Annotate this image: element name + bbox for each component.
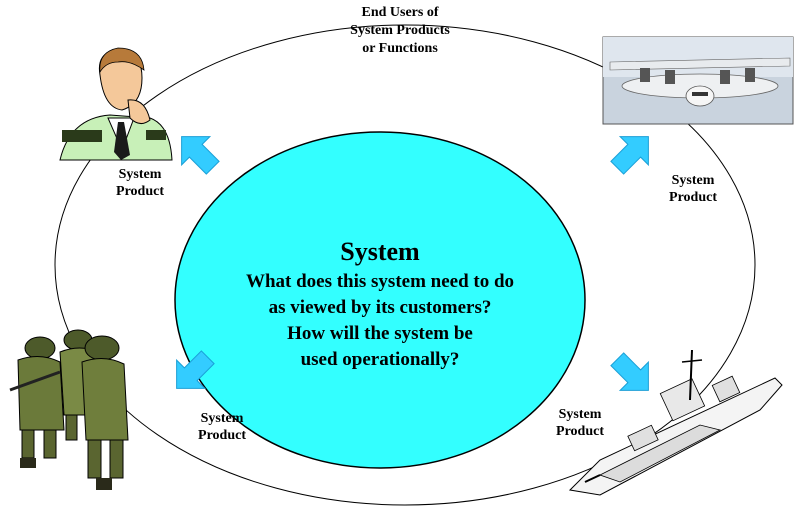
system-question-line-4: used operationally? xyxy=(300,349,460,370)
aircraft-icon xyxy=(602,36,794,125)
system-title: System xyxy=(340,237,420,266)
arrow-top-left-icon xyxy=(181,136,220,175)
product-label-top-left: System Product xyxy=(100,166,180,200)
arrow-bottom-right-icon xyxy=(610,352,649,391)
product-label-bottom-right-line2: Product xyxy=(556,424,604,439)
product-label-top-left-line2: Product xyxy=(116,184,164,199)
product-label-top-right-line1: System xyxy=(671,173,715,188)
product-label-bottom-left-line1: System xyxy=(200,411,244,426)
soldiers-icon xyxy=(9,329,129,490)
product-label-top-right: System Product xyxy=(653,172,733,206)
system-question-line-2: as viewed by its customers? xyxy=(268,297,492,318)
system-ellipse xyxy=(174,131,586,469)
warship-icon xyxy=(568,349,783,496)
header-label-line2: System Products xyxy=(350,23,450,38)
system-question-line-1: What does this system need to do xyxy=(245,271,515,292)
arrow-bottom-left-icon xyxy=(176,350,215,389)
product-label-top-left-line1: System xyxy=(118,167,162,182)
product-label-top-right-line2: Product xyxy=(669,190,717,205)
arrow-top-right-icon xyxy=(610,136,649,175)
officer-icon xyxy=(59,47,173,161)
product-label-bottom-right: System Product xyxy=(540,406,620,440)
system-question-line-3: How will the system be xyxy=(287,323,473,344)
product-label-bottom-left: System Product xyxy=(182,410,262,444)
header-label-line3: or Functions xyxy=(362,41,438,56)
product-label-bottom-right-line1: System xyxy=(558,407,602,422)
outer-ring xyxy=(54,24,756,506)
product-label-bottom-left-line2: Product xyxy=(198,428,246,443)
header-label-line1: End Users of xyxy=(361,5,439,20)
